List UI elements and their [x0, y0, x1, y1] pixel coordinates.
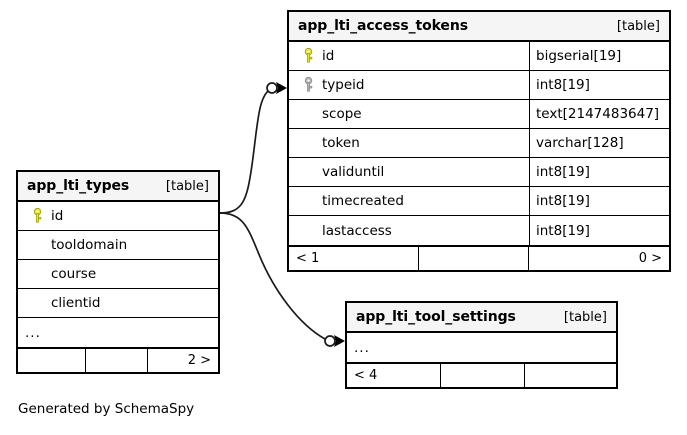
column-list-tool-settings: ... [347, 333, 616, 362]
table-row[interactable]: typeid int8[19] [289, 71, 669, 100]
column-name: course [51, 266, 97, 282]
column-type-cell: varchar[128] [529, 129, 669, 157]
table-title-access-tokens: app_lti_access_tokens [298, 18, 468, 34]
column-name: tooldomain [51, 237, 128, 253]
edge-arrowhead-access-tokens [276, 82, 287, 94]
column-name: validuntil [322, 164, 385, 180]
key-icon-foreign [298, 77, 318, 93]
table-row[interactable]: timecreated int8[19] [289, 187, 669, 216]
table-row[interactable]: token varchar[128] [289, 129, 669, 158]
footer-middle [419, 247, 529, 270]
table-tag-tool-settings: [table] [563, 309, 607, 325]
table-footer-types: 2 > [18, 347, 218, 372]
column-name-cell: course [18, 260, 218, 288]
table-row[interactable]: clientid [18, 289, 218, 318]
edge-optional-marker-access-tokens [266, 82, 278, 94]
column-type-cell: int8[19] [529, 158, 669, 186]
column-type-cell: text[2147483647] [529, 100, 669, 128]
edge-types-to-access-tokens [219, 87, 273, 214]
footer-parent-count [18, 349, 86, 372]
column-list-types: id tooldomain course clientid [18, 202, 218, 347]
column-name: lastaccess [322, 222, 392, 239]
generator-caption: Generated by SchemaSpy [18, 401, 195, 417]
key-icon-primary [27, 208, 47, 224]
edge-arrowhead-tool-settings [334, 335, 345, 347]
table-footer-tool-settings: < 4 [347, 362, 616, 387]
table-row[interactable]: scope text[2147483647] [289, 100, 669, 129]
column-name-cell: id [18, 202, 218, 230]
more-columns-indicator: ... [25, 324, 41, 341]
column-type-cell: int8[19] [529, 187, 669, 215]
column-type-cell: int8[19] [529, 216, 669, 245]
column-name: id [51, 208, 64, 224]
table-header-types: app_lti_types [table] [18, 172, 218, 202]
column-name: id [322, 48, 335, 64]
table-footer-access-tokens: < 1 0 > [289, 245, 669, 270]
column-name-cell: scope [289, 100, 529, 128]
table-title-tool-settings: app_lti_tool_settings [356, 309, 516, 325]
table-row[interactable]: id bigserial[19] [289, 42, 669, 71]
table-row-more[interactable]: ... [347, 333, 616, 362]
footer-child-count: 0 > [638, 251, 662, 266]
table-row-more[interactable]: ... [18, 318, 218, 347]
column-name: typeid [322, 77, 365, 93]
table-header-access-tokens: app_lti_access_tokens [table] [289, 12, 669, 42]
column-name: clientid [51, 295, 101, 311]
more-columns-indicator: ... [354, 339, 370, 356]
table-tag-access-tokens: [table] [616, 18, 660, 34]
table-row[interactable]: course [18, 260, 218, 289]
table-header-tool-settings: app_lti_tool_settings [table] [347, 303, 616, 333]
edge-optional-marker-tool-settings [324, 335, 336, 347]
table-app-lti-tool-settings[interactable]: app_lti_tool_settings [table] ... < 4 [345, 301, 618, 389]
table-title-types: app_lti_types [27, 178, 130, 194]
footer-middle [441, 364, 525, 387]
column-name-cell: validuntil [289, 158, 529, 186]
column-type-cell: int8[19] [529, 71, 669, 99]
footer-child-count: 2 > [187, 353, 211, 368]
table-row[interactable]: tooldomain [18, 231, 218, 260]
column-type-cell: bigserial[19] [529, 42, 669, 70]
table-row[interactable]: id [18, 202, 218, 231]
column-name: timecreated [322, 193, 404, 209]
column-name-cell: tooldomain [18, 231, 218, 259]
column-name: scope [322, 106, 362, 122]
column-name: token [322, 135, 360, 151]
column-name-cell: typeid [289, 71, 529, 99]
key-icon-primary [298, 48, 318, 64]
table-app-lti-access-tokens[interactable]: app_lti_access_tokens [table] id [287, 10, 671, 272]
column-name-cell: lastaccess [289, 216, 529, 245]
footer-child-count [525, 364, 616, 387]
column-name-cell: timecreated [289, 187, 529, 215]
column-name-cell: token [289, 129, 529, 157]
column-list-access-tokens: id bigserial[19] typeid [289, 42, 669, 245]
table-row[interactable]: validuntil int8[19] [289, 158, 669, 187]
footer-parent-count: < 1 [289, 247, 419, 270]
column-name-cell: id [289, 42, 529, 70]
table-app-lti-types[interactable]: app_lti_types [table] id [16, 170, 220, 374]
table-row[interactable]: lastaccess int8[19] [289, 216, 669, 245]
table-tag-types: [table] [165, 178, 209, 194]
footer-middle [86, 349, 148, 372]
footer-parent-count: < 4 [347, 364, 441, 387]
column-name-cell: clientid [18, 289, 218, 317]
